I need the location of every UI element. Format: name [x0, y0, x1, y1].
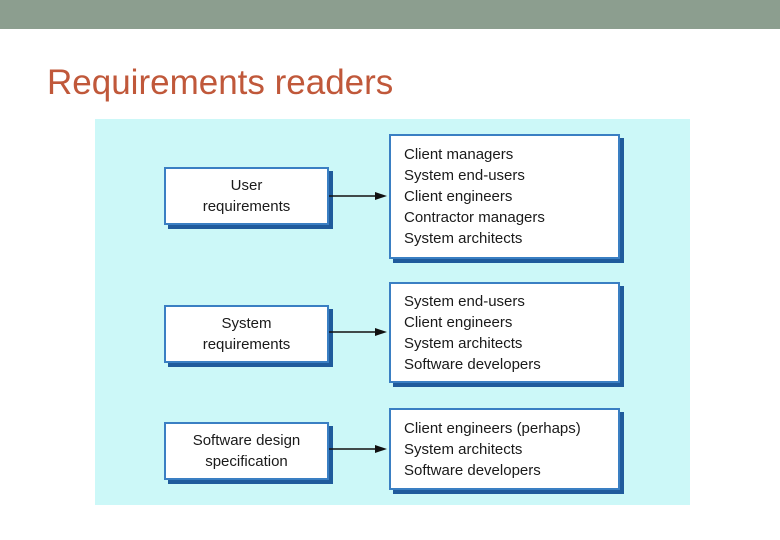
arrow-system-requirements [329, 328, 387, 336]
document-box-user-requirements: User requirements [164, 167, 329, 225]
reader-item: Contractor managers [404, 209, 545, 226]
document-label-line: Software design [192, 432, 301, 449]
reader-item: System architects [404, 334, 523, 352]
readers-box-user-requirements: Client managers System end-users Client … [389, 134, 620, 259]
reader-item: System end-users [404, 167, 525, 184]
readers-box-system-requirements: System end-users Client engineers System… [389, 282, 620, 383]
document-label-line: requirements [202, 198, 291, 215]
reader-item: Client managers [404, 146, 514, 163]
slide-title: Requirements readers [47, 63, 394, 102]
reader-item: Software developers [404, 355, 541, 373]
document-label-line: System [221, 315, 272, 332]
reader-item: Client engineers [404, 188, 513, 205]
document-label-line: requirements [202, 336, 291, 353]
reader-item: System architects [404, 230, 523, 247]
readers-box-software-design-specification: Client engineers (perhaps) System archit… [389, 408, 620, 490]
reader-item: Software developers [404, 461, 541, 479]
arrow-software-design-specification [329, 445, 387, 453]
arrow-user-requirements [329, 192, 387, 200]
reader-item: System end-users [404, 292, 525, 310]
top-bar [0, 0, 780, 29]
reader-item: Client engineers [404, 313, 513, 331]
document-label-line: User [230, 177, 263, 194]
document-box-software-design-specification: Software design specification [164, 422, 329, 480]
reader-item: System architects [404, 440, 523, 458]
reader-item: Client engineers (perhaps) [404, 419, 581, 437]
document-box-system-requirements: System requirements [164, 305, 329, 363]
diagram-panel: User requirements Client managers System… [95, 119, 690, 505]
document-label-line: specification [205, 453, 288, 470]
